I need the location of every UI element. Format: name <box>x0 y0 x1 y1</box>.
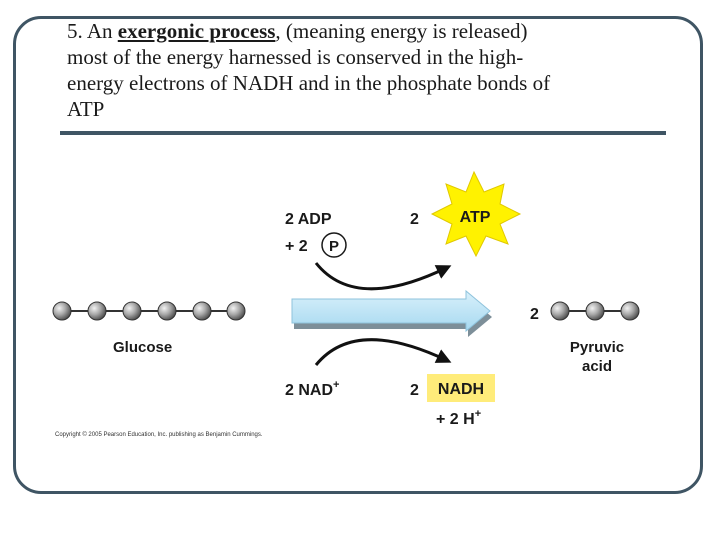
glucose-carbon-bead <box>192 301 212 321</box>
heading-term: exergonic process <box>117 19 276 43</box>
heading-number: 5. An <box>67 19 118 43</box>
glucose-carbon-bead <box>87 301 107 321</box>
glucose-carbon-bead <box>122 301 142 321</box>
copyright-notice: Copyright © 2005 Pearson Education, Inc.… <box>55 432 263 438</box>
pi-prefix-label: + 2 <box>285 238 308 255</box>
slide-frame <box>13 16 703 494</box>
nadh-reduction-arrow <box>314 338 452 366</box>
heading-line2: most of the energy harnessed is conserve… <box>67 45 524 69</box>
heading-line4: ATP <box>67 97 105 121</box>
pyruvic-carbon-bead <box>620 301 640 321</box>
heading-line1-rest: , (meaning energy is released) <box>275 19 528 43</box>
heading-divider <box>60 131 666 135</box>
atp-synthesis-arrow <box>314 262 452 291</box>
nad-charge: + <box>333 379 339 391</box>
atp-starburst-icon <box>430 170 522 258</box>
atp-label: ATP <box>460 209 491 226</box>
pyruvic-coefficient: 2 <box>530 306 539 323</box>
pyruvic-label-line1: Pyruvic <box>570 339 624 356</box>
glucose-carbon-bead <box>52 301 72 321</box>
heading-line3: energy electrons of NADH and in the phos… <box>67 71 551 95</box>
pyruvic-acid-molecule <box>550 301 640 321</box>
pyruvic-carbon-bead <box>585 301 605 321</box>
nad-text: 2 NAD <box>285 382 333 399</box>
nadh-highlight-box <box>427 374 495 402</box>
adp-label: 2 ADP <box>285 211 332 228</box>
nadh-coefficient: 2 <box>410 382 419 399</box>
pyruvic-label-line2: acid <box>582 358 612 375</box>
nadh-label: NADH <box>438 381 484 398</box>
pyruvic-carbon-bead <box>550 301 570 321</box>
glucose-label: Glucose <box>113 339 172 356</box>
hydrogen-text: + 2 H <box>436 411 475 428</box>
glucose-molecule <box>52 301 246 321</box>
nad-label: 2 NAD+ <box>285 379 339 399</box>
reaction-arrow <box>291 289 492 337</box>
glucose-carbon-bead <box>226 301 246 321</box>
phosphate-circle-icon <box>321 232 347 258</box>
hydrogen-charge: + <box>475 408 481 420</box>
phosphate-symbol: P <box>329 238 339 255</box>
atp-coefficient: 2 <box>410 211 419 228</box>
slide-heading: 5. An exergonic process, (meaning energy… <box>67 18 667 122</box>
glucose-carbon-bead <box>157 301 177 321</box>
hydrogen-ion-label: + 2 H+ <box>436 408 481 428</box>
